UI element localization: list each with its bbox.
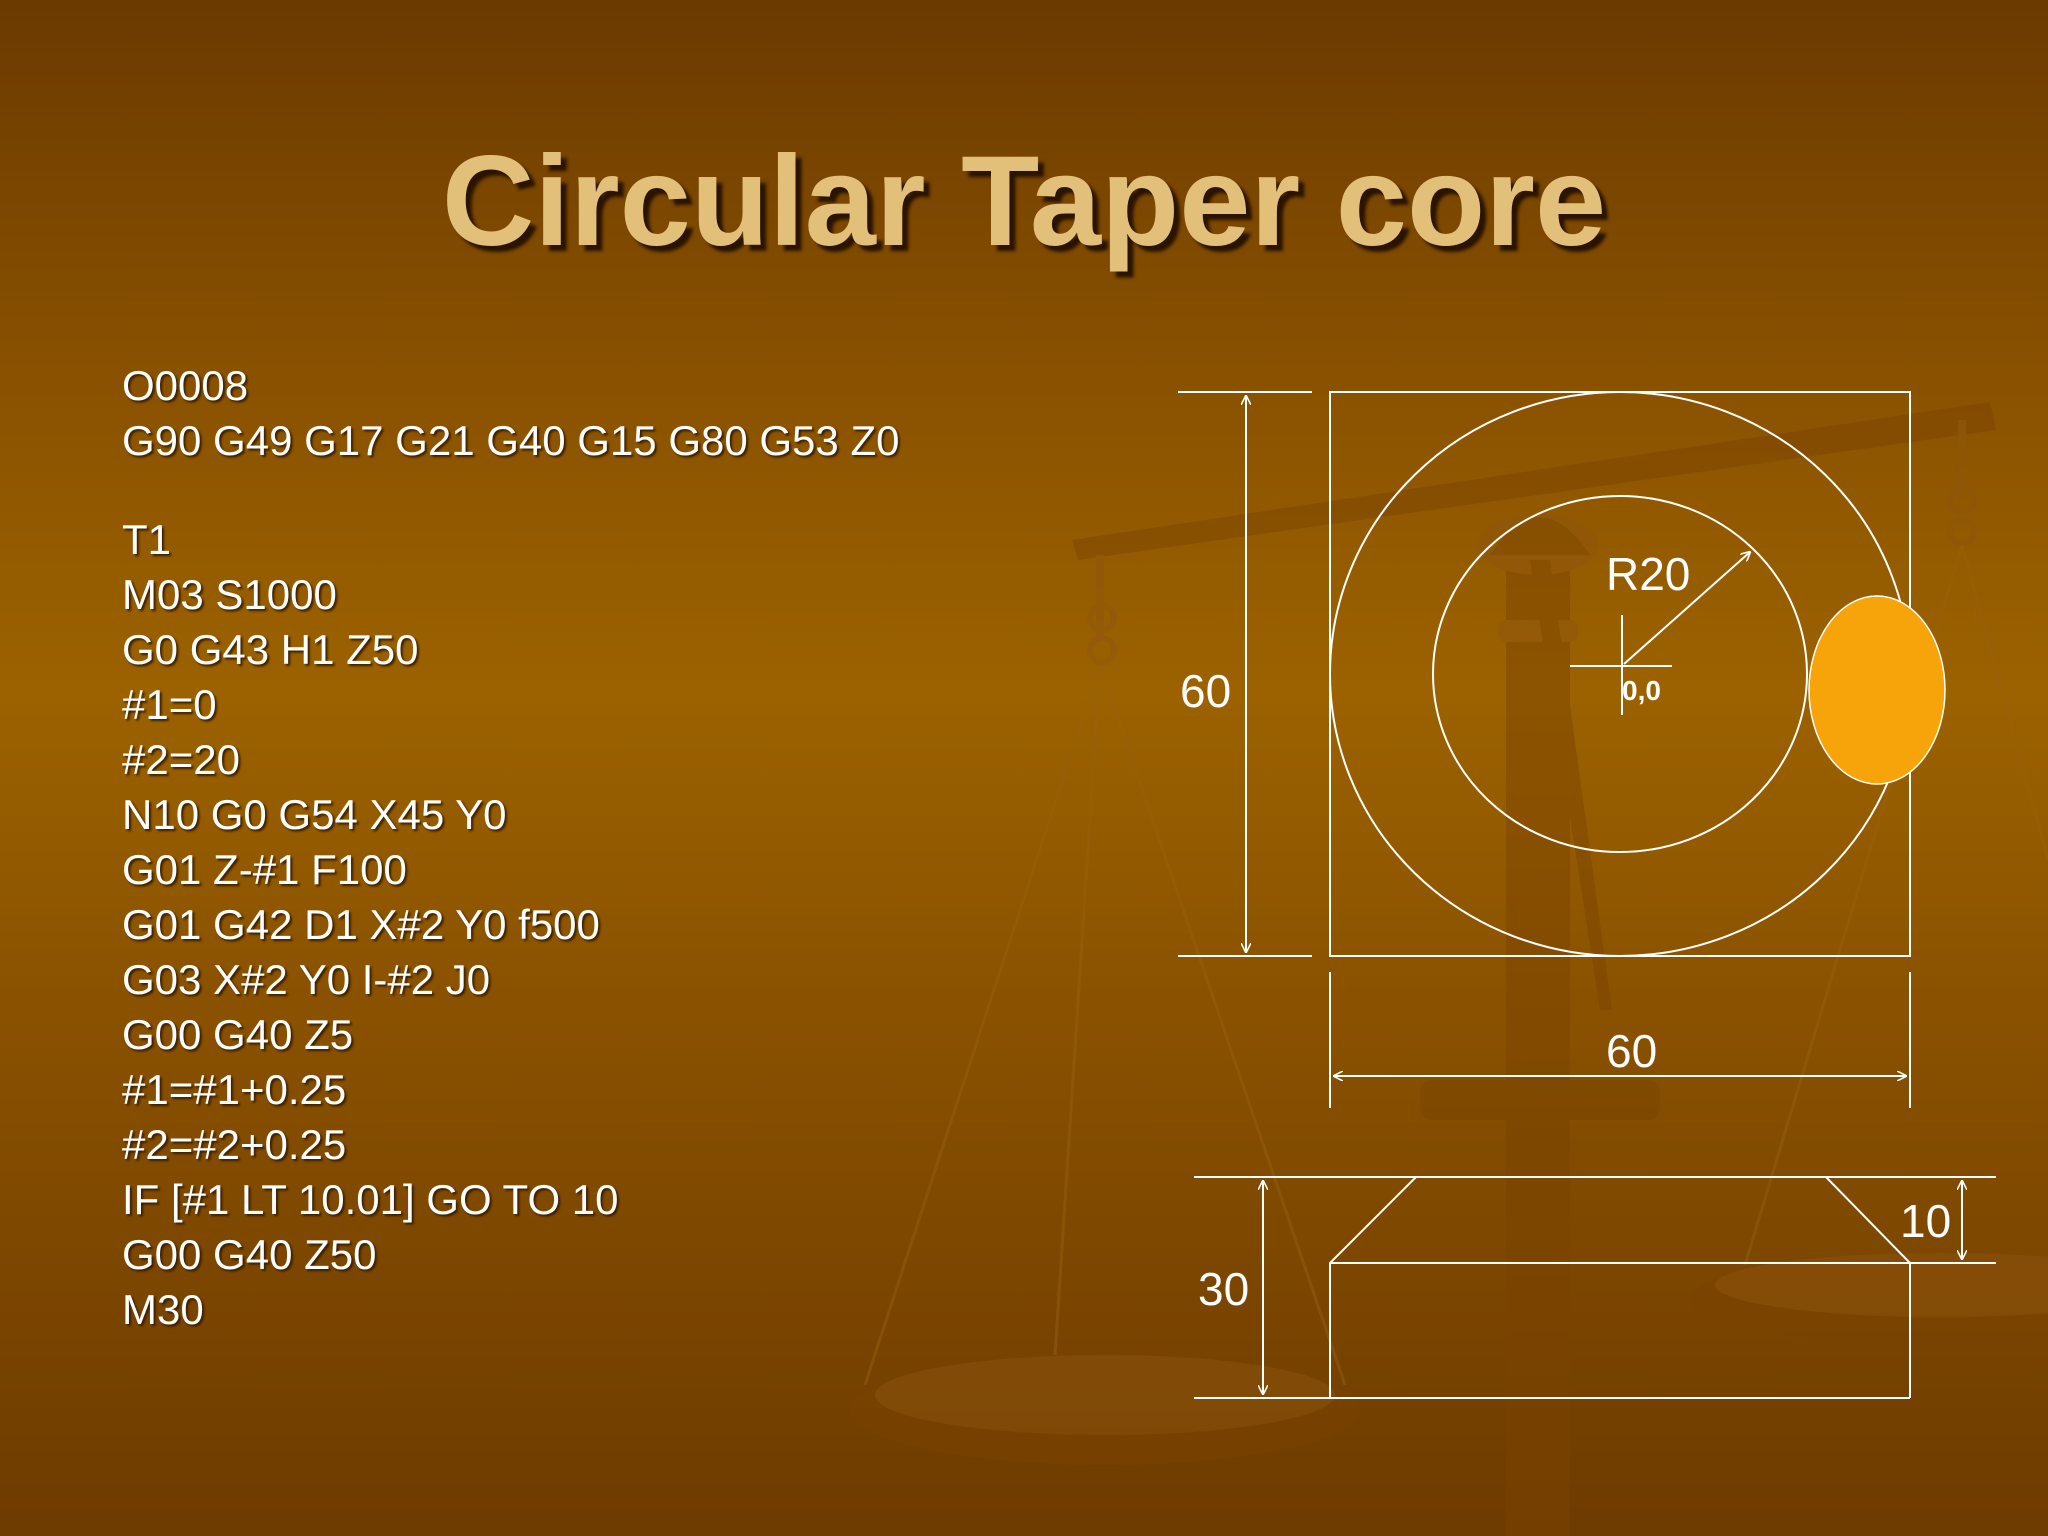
- program-line: M30: [122, 1286, 204, 1333]
- taper-height-label: 10: [1900, 1195, 1951, 1247]
- program-line: #2=#2+0.25: [122, 1121, 347, 1168]
- total-height-label: 30: [1198, 1263, 1249, 1315]
- program-line: G00 G40 Z50: [122, 1231, 377, 1278]
- program-line: G03 X#2 Y0 I-#2 J0: [122, 956, 491, 1003]
- program-line: G00 G40 Z5: [122, 1011, 354, 1058]
- width-dimension-label: 60: [1606, 1025, 1657, 1077]
- program-line: O0008: [122, 362, 249, 409]
- program-line: IF [#1 LT 10.01] GO TO 10: [122, 1176, 619, 1223]
- cutting-tool: [1808, 595, 1946, 785]
- slide-title: Circular Taper core: [441, 130, 1607, 273]
- radius-label: R20: [1606, 548, 1690, 600]
- nc-program: O0008 G90 G49 G17 G21 G40 G15 G80 G53 Z0…: [122, 358, 899, 1337]
- program-line: #1=#1+0.25: [122, 1066, 347, 1113]
- radius-leader: [1623, 552, 1750, 665]
- side-view: [1194, 1176, 1996, 1399]
- scale-pillar: [1506, 560, 1570, 1536]
- inner-circle: [1432, 495, 1808, 853]
- top-view: [1178, 391, 1911, 1108]
- scale-beam: [1072, 402, 1996, 560]
- program-line: G01 G42 D1 X#2 Y0 f500: [122, 901, 600, 948]
- program-line: G0 G43 H1 Z50: [122, 626, 419, 673]
- program-line: T1: [122, 516, 172, 563]
- program-line: #1=0: [122, 681, 217, 728]
- taper-profile: [1329, 1176, 1911, 1398]
- program-line: #2=20: [122, 736, 240, 783]
- origin-label: 0,0: [1622, 675, 1661, 706]
- program-line: G90 G49 G17 G21 G40 G15 G80 G53 Z0: [122, 417, 900, 464]
- program-line: N10 G0 G54 X45 Y0: [122, 791, 507, 838]
- height-dimension-label: 60: [1180, 665, 1231, 717]
- program-line: G01 Z-#1 F100: [122, 846, 407, 893]
- program-line: M03 S1000: [122, 571, 337, 618]
